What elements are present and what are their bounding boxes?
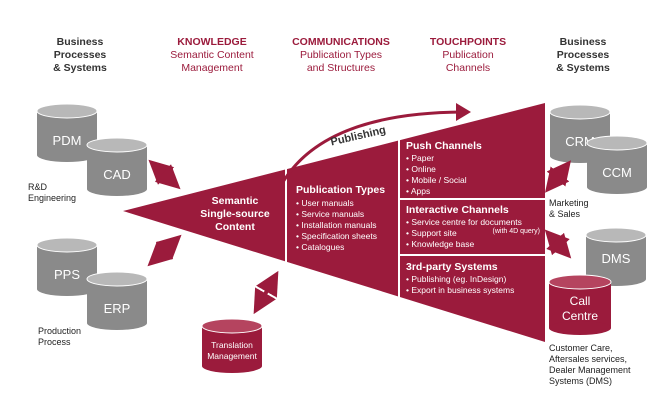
call-centre-cylinder: Call Centre bbox=[548, 274, 612, 335]
publication-type-item: • User manuals bbox=[296, 198, 354, 208]
care-line: Aftersales services, bbox=[549, 354, 627, 364]
crm-funnel-arrow bbox=[545, 160, 571, 193]
marketing-sales-label: Marketing & Sales bbox=[549, 198, 589, 219]
header-communications: COMMUNICATIONS Publication Types and Str… bbox=[292, 36, 390, 74]
header-knowledge-title: KNOWLEDGE bbox=[177, 36, 246, 48]
header-right: Business Processes & Systems bbox=[556, 36, 610, 74]
production-line: Process bbox=[38, 337, 71, 347]
third-party-item: • Publishing (eg. InDesign) bbox=[406, 274, 506, 284]
semantic-line: Semantic bbox=[212, 195, 259, 207]
interactive-channel-item: • Service centre for documents bbox=[406, 217, 522, 227]
header-communications-title: COMMUNICATIONS bbox=[292, 36, 390, 48]
customer-care-label: Customer Care, Aftersales services, Deal… bbox=[549, 343, 631, 386]
publication-types: Publication Types • User manuals • Servi… bbox=[296, 184, 385, 252]
interactive-channels-title: Interactive Channels bbox=[406, 204, 509, 216]
interactive-channel-item: • Knowledge base bbox=[406, 239, 474, 249]
pps-cylinder: PPS bbox=[36, 237, 98, 297]
publication-types-title: Publication Types bbox=[296, 184, 385, 196]
cad-label: CAD bbox=[103, 167, 130, 182]
erp-cylinder: ERP bbox=[86, 271, 148, 331]
dms-label: DMS bbox=[602, 251, 631, 266]
dms-cylinder: DMS bbox=[585, 227, 647, 287]
semantic-line: Single-source bbox=[200, 208, 270, 220]
rd-engineering-label: R&D Engineering bbox=[28, 182, 76, 203]
publication-type-item: • Installation manuals bbox=[296, 220, 376, 230]
header-left-line: Business bbox=[57, 36, 104, 48]
header-left-line: & Systems bbox=[53, 62, 107, 74]
publication-type-item: • Service manuals bbox=[296, 209, 364, 219]
rd-line: R&D bbox=[28, 182, 48, 192]
push-channel-item: • Mobile / Social bbox=[406, 175, 467, 185]
semantic-line: Content bbox=[215, 221, 255, 233]
header-touchpoints: TOUCHPOINTS Publication Channels bbox=[430, 36, 506, 74]
publishing-arrowhead bbox=[456, 103, 471, 121]
care-line: Dealer Management bbox=[549, 365, 631, 375]
marketing-line: Marketing bbox=[549, 198, 589, 208]
header-touchpoints-title: TOUCHPOINTS bbox=[430, 36, 506, 48]
call-centre-line: Call bbox=[570, 294, 591, 308]
production-line: Production bbox=[38, 326, 81, 336]
header-touchpoints-line: Publication bbox=[442, 49, 494, 61]
translation-line: Management bbox=[207, 351, 257, 361]
header-right-line: Processes bbox=[557, 49, 610, 61]
header-knowledge-line: Management bbox=[181, 62, 242, 74]
erp-funnel-arrow bbox=[147, 234, 182, 267]
interactive-channels: Interactive Channels • Service centre fo… bbox=[406, 204, 540, 249]
header-knowledge-line: Semantic Content bbox=[170, 49, 254, 61]
header-knowledge: KNOWLEDGE Semantic Content Management bbox=[170, 36, 254, 74]
header-left: Business Processes & Systems bbox=[53, 36, 107, 74]
ccm-label: CCM bbox=[602, 165, 632, 180]
publication-type-item: • Catalogues bbox=[296, 242, 344, 252]
translation-management-cylinder: Translation Management bbox=[201, 318, 263, 373]
care-line: Systems (DMS) bbox=[549, 376, 612, 386]
marketing-line: & Sales bbox=[549, 209, 581, 219]
push-channel-item: • Paper bbox=[406, 153, 434, 163]
header-communications-line: and Structures bbox=[307, 62, 375, 74]
call-centre-line: Centre bbox=[562, 309, 598, 323]
pdm-cylinder: PDM bbox=[36, 103, 98, 163]
third-party-title: 3rd-party Systems bbox=[406, 261, 498, 273]
header-communications-line: Publication Types bbox=[300, 49, 382, 61]
third-party-item: • Export in business systems bbox=[406, 285, 514, 295]
pps-label: PPS bbox=[54, 267, 80, 282]
cad-cylinder: CAD bbox=[86, 137, 148, 197]
push-channels-title: Push Channels bbox=[406, 140, 482, 152]
care-line: Customer Care, bbox=[549, 343, 613, 353]
publishing-arc bbox=[281, 110, 463, 183]
interactive-channel-item: • Support site bbox=[406, 228, 457, 238]
push-channel-item: • Online bbox=[406, 164, 436, 174]
production-process-label: Production Process bbox=[38, 326, 81, 347]
translation-funnel-arrow bbox=[253, 270, 279, 315]
cad-funnel-arrow bbox=[148, 159, 181, 190]
rd-line: Engineering bbox=[28, 193, 76, 203]
third-party-systems: 3rd-party Systems • Publishing (eg. InDe… bbox=[406, 261, 514, 295]
erp-label: ERP bbox=[104, 301, 131, 316]
interactive-channel-note: (with 4D query) bbox=[493, 228, 540, 235]
translation-line: Translation bbox=[211, 340, 253, 350]
ccm-cylinder: CCM bbox=[586, 135, 648, 195]
header-right-line: & Systems bbox=[556, 62, 610, 74]
dms-funnel-arrow bbox=[544, 229, 572, 259]
header-left-line: Processes bbox=[54, 49, 107, 61]
push-channel-item: • Apps bbox=[406, 186, 430, 196]
push-channels: Push Channels • Paper • Online • Mobile … bbox=[406, 140, 482, 196]
header-touchpoints-line: Channels bbox=[446, 62, 490, 74]
publication-type-item: • Specification sheets bbox=[296, 231, 377, 241]
funnel-shape bbox=[123, 103, 545, 342]
semantic-content-label: Semantic Single-source Content bbox=[200, 195, 270, 233]
header-right-line: Business bbox=[560, 36, 607, 48]
pdm-label: PDM bbox=[53, 133, 82, 148]
